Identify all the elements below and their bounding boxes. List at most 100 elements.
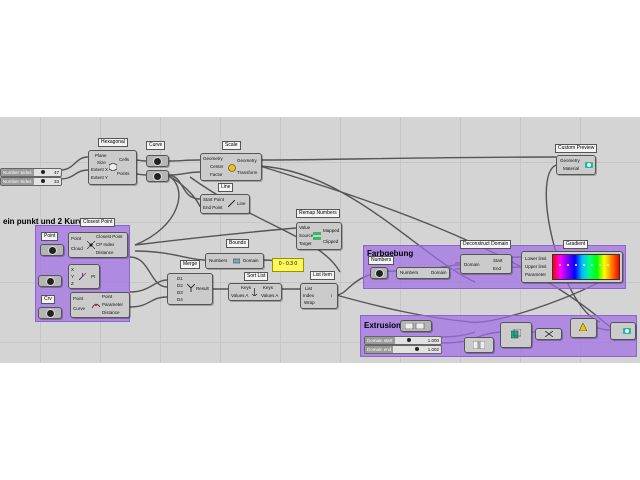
curve-param-node-2[interactable] [146,170,169,182]
output-start[interactable]: Start [493,258,503,263]
input-parameter[interactable]: Parameter [525,272,547,277]
input-plane[interactable]: Plane [95,153,107,158]
gradient-stop[interactable] [607,264,609,266]
slider-knob[interactable] [41,170,45,174]
input-geometry[interactable]: Geometry [203,156,223,161]
output-domain[interactable]: Domain [243,258,259,263]
input-z[interactable]: Z [71,281,74,286]
bounds-node[interactable]: Numbers Domain [205,253,264,269]
sort-list-node[interactable]: Keys Values A Keys Values A [228,283,282,301]
extrude-node[interactable] [500,322,532,348]
input-lower-limit[interactable]: Lower limit [525,256,547,261]
input-material[interactable]: Material [563,166,580,171]
gradient-stop[interactable] [599,264,601,266]
slider-knob[interactable] [41,179,45,183]
point-param-node-2[interactable] [38,275,62,287]
extrusion-param-node[interactable] [400,320,432,332]
input-source[interactable]: Source [299,233,314,238]
custom-preview-node-2[interactable] [570,318,597,338]
input-extent-y[interactable]: Extent Y [91,175,108,180]
input-d4[interactable]: D4 [177,297,183,302]
output-end[interactable]: End [493,266,502,271]
output-domain[interactable]: Domain [431,270,447,275]
output-values-a[interactable]: Values A [261,293,279,298]
output-i[interactable]: i [331,293,332,298]
input-x[interactable]: X [71,267,75,272]
output-clipped[interactable]: Clipped [323,239,339,244]
output-points[interactable]: Points [117,171,130,176]
input-d1[interactable]: D1 [177,276,183,281]
closest-point-node[interactable]: Point Cloud Closest Point CP Index Dista… [68,232,128,258]
bounds-node-2[interactable]: Numbers Domain [396,267,450,279]
gradient-stop[interactable] [559,264,561,266]
output-distance[interactable]: Distance [102,310,120,315]
input-upper-limit[interactable]: Upper limit [525,264,547,269]
input-end-point[interactable]: End Point [203,205,223,210]
custom-preview-node[interactable]: Geometry Material [556,155,596,175]
value-panel[interactable]: 0 - 0.3 0 [272,258,304,272]
input-wrap[interactable]: Wrap [304,300,315,305]
output-keys[interactable]: Keys [263,285,274,290]
custom-preview-node-3[interactable] [610,322,636,340]
slider-knob[interactable] [415,347,419,351]
point-param-node[interactable] [40,244,64,256]
input-list[interactable]: List [305,286,313,291]
hexagonal-node[interactable]: Plane Size Extent X Extent Y Cells Point… [88,150,137,185]
remap-numbers-node[interactable]: Value Source Target Mapped Clipped [296,222,342,250]
gradient-stop[interactable] [567,264,569,266]
curve-closest-point-node[interactable]: Point Curve Point Parameter Distance [70,292,130,318]
curve-param-node[interactable] [146,155,169,167]
construct-domain-node[interactable] [464,337,494,353]
input-target[interactable]: Target [299,241,312,246]
input-values-a[interactable]: Values A [231,293,249,298]
input-index[interactable]: Index [303,293,315,298]
output-closest-point[interactable]: Closest Point [96,234,123,239]
output-transform[interactable]: Transform [237,170,258,175]
input-y[interactable]: Y [71,274,75,279]
output-parameter[interactable]: Parameter [102,302,124,307]
input-d2[interactable]: D2 [177,283,183,288]
output-pt[interactable]: Pt [91,274,96,279]
multiply-node[interactable] [535,328,562,340]
output-mapped[interactable]: Mapped [323,228,340,233]
number-sides-slider[interactable]: Number Sides 47 [0,168,62,177]
input-geometry[interactable]: Geometry [560,158,580,163]
output-result[interactable]: Result [196,286,209,291]
slider-knob[interactable] [407,338,411,342]
gradient-stop[interactable] [575,264,577,266]
line-node[interactable]: Start Point End Point Line [200,194,250,214]
domain-end-slider[interactable]: Domain end 1.002 [364,345,442,354]
list-item-node[interactable]: List Index Wrap i [300,283,338,309]
output-line[interactable]: Line [237,201,246,206]
crv-param-node[interactable] [38,307,62,319]
input-value[interactable]: Value [299,225,311,230]
scale-node[interactable]: Geometry Center Factor Geometry Transfor… [200,153,262,181]
domain-start-slider[interactable]: Domain start 1.000 [364,336,442,345]
gradient-stop[interactable] [583,264,585,266]
input-numbers[interactable]: Numbers [400,270,419,275]
input-d3[interactable]: D3 [177,290,183,295]
construct-point-node[interactable]: X Y Z Pt [68,264,100,289]
output-point[interactable]: Point [102,294,113,299]
input-cloud[interactable]: Cloud [71,246,83,251]
gradient-icon[interactable] [552,254,620,280]
gradient-node[interactable]: Lower limit Upper limit Parameter [521,251,623,283]
input-point[interactable]: Point [71,236,82,241]
input-domain[interactable]: Domain [464,262,480,267]
output-distance[interactable]: Distance [96,250,114,255]
input-curve[interactable]: Curve [73,306,86,311]
input-numbers[interactable]: Numbers [209,258,228,263]
number-sides-2-slider[interactable]: Number Sides 33 [0,177,62,186]
input-keys[interactable]: Keys [241,285,252,290]
input-center[interactable]: Center [210,164,224,169]
input-factor[interactable]: Factor [210,172,223,177]
gradient-stop[interactable] [591,264,593,266]
input-start-point[interactable]: Start Point [203,197,225,202]
merge-node[interactable]: D1 D2 D3 D4 Result [167,273,213,305]
farbgebung-param-node[interactable] [370,267,388,279]
input-point[interactable]: Point [73,296,84,301]
input-size[interactable]: Size [97,160,106,165]
deconstruct-domain-node[interactable]: Domain Start End [460,254,512,274]
output-geometry[interactable]: Geometry [237,158,257,163]
grasshopper-canvas[interactable]: ein punkt und 2 Kurven Farbgebung Extrus… [0,117,640,363]
